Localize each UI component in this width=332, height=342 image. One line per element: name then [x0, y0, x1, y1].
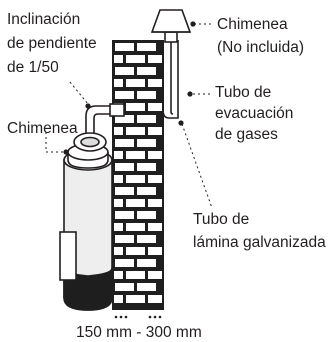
brick — [148, 199, 162, 207]
brick — [115, 163, 134, 171]
brick — [126, 151, 145, 159]
brick — [137, 187, 156, 195]
brick — [115, 187, 134, 195]
water-heater — [59, 132, 113, 311]
brick — [115, 211, 134, 219]
brick — [115, 259, 134, 267]
brick — [148, 175, 162, 183]
brick — [126, 199, 145, 207]
clearance-label: 150 mm - 300 mm — [76, 324, 202, 341]
brick — [137, 67, 156, 75]
leader-lines — [45, 23, 213, 209]
heater-flue-label: Chimenea — [7, 120, 78, 137]
brick — [148, 55, 162, 63]
sheet-pipe-label: Tubo de lámina galvanizada — [193, 211, 326, 251]
brick — [126, 223, 145, 231]
slope-label: Inclinación de pendiente de 1/50 — [7, 11, 101, 76]
brick — [148, 271, 162, 279]
brick — [126, 271, 145, 279]
brick — [114, 271, 123, 279]
brick — [126, 295, 145, 303]
brick — [148, 127, 162, 135]
brick — [114, 79, 123, 87]
clearance-dimension — [114, 315, 162, 319]
brick — [137, 139, 156, 147]
brick — [137, 91, 156, 99]
brick — [137, 211, 156, 219]
brick — [114, 295, 123, 303]
brick — [115, 91, 134, 99]
brick — [114, 223, 123, 231]
brick — [114, 55, 123, 63]
brick — [148, 151, 162, 159]
leader-dots — [63, 21, 196, 155]
brick — [126, 103, 145, 111]
brick — [115, 43, 134, 51]
brick — [114, 127, 123, 135]
brick — [148, 223, 162, 231]
brick — [115, 115, 134, 123]
chimney-cap-label: Chimenea (No incluida) — [217, 16, 304, 56]
brick — [137, 259, 156, 267]
galvanized-pipe — [162, 40, 179, 119]
brick — [115, 139, 134, 147]
brick — [148, 247, 162, 255]
exhaust-pipe-label: Tubo de evacuación de gases — [215, 84, 298, 143]
brick — [148, 295, 162, 303]
brick — [126, 127, 145, 135]
brick — [115, 283, 134, 291]
brick — [114, 175, 123, 183]
brick — [137, 43, 156, 51]
brick — [114, 247, 123, 255]
brick — [126, 55, 145, 63]
exhaust-pipe — [85, 103, 125, 135]
brick-wall — [112, 40, 164, 310]
wall-bricks — [114, 43, 162, 303]
brick — [126, 79, 145, 87]
brick — [115, 67, 134, 75]
brick — [137, 283, 156, 291]
brick — [148, 103, 162, 111]
brick — [115, 235, 134, 243]
brick — [148, 79, 162, 87]
brick — [114, 199, 123, 207]
brick — [126, 247, 145, 255]
brick — [137, 115, 156, 123]
chimney-cap — [150, 9, 192, 43]
brick — [137, 235, 156, 243]
brick — [126, 175, 145, 183]
brick — [137, 163, 156, 171]
brick — [114, 151, 123, 159]
